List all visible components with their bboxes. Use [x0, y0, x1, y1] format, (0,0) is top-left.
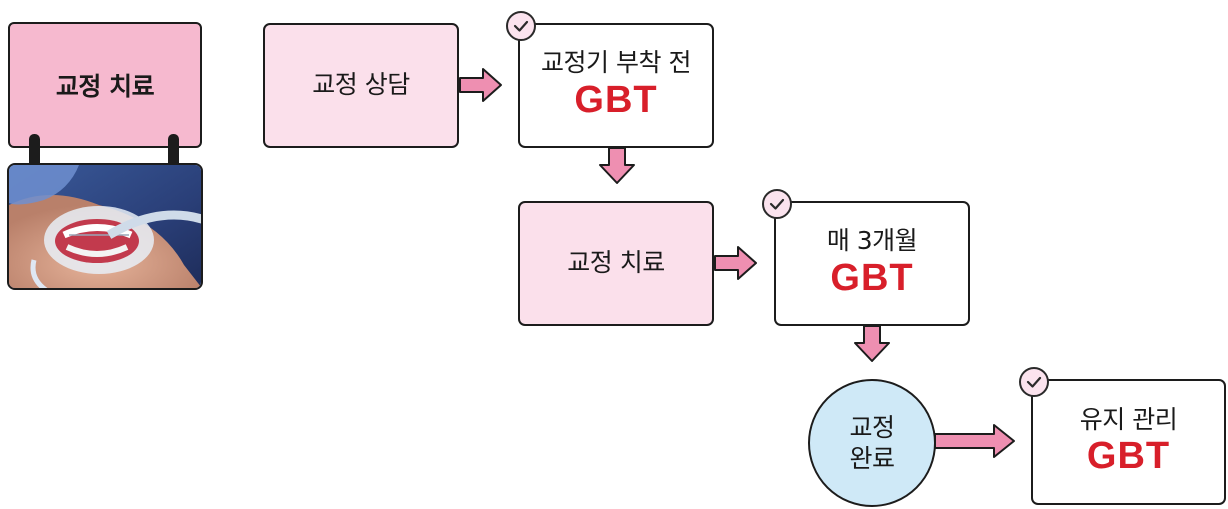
sign-strap-right — [168, 134, 179, 176]
gbt-label: GBT — [1086, 435, 1171, 478]
every3-label: 매 3개월 — [826, 226, 918, 256]
pre-bracket-gbt-box: 교정기 부착 전 GBT — [518, 23, 714, 148]
retention-gbt-box: 유지 관리 GBT — [1031, 379, 1226, 505]
check-circle-icon — [762, 189, 792, 219]
photo-drawing — [9, 165, 201, 288]
consult-label: 교정 상담 — [312, 70, 410, 100]
illustration-sign: 교정 치료 — [8, 22, 202, 148]
sign-strap-left — [29, 134, 40, 176]
check-circle-icon — [1019, 367, 1049, 397]
check-circle-icon — [506, 11, 536, 41]
down-arrow-icon — [599, 147, 635, 184]
gbt-label: GBT — [830, 256, 914, 299]
consult-box: 교정 상담 — [263, 23, 459, 148]
pre-bracket-label: 교정기 부착 전 — [541, 48, 691, 78]
complete-line2: 완료 — [849, 444, 895, 473]
down-arrow-icon — [854, 325, 890, 362]
right-arrow-icon — [934, 424, 1015, 458]
retention-label: 유지 관리 — [1079, 404, 1178, 434]
gbt-label: GBT — [574, 78, 658, 121]
right-arrow-icon — [459, 68, 502, 102]
treatment-box: 교정 치료 — [518, 201, 714, 326]
every-3-months-gbt-box: 매 3개월 GBT — [774, 201, 970, 326]
right-arrow-icon — [714, 246, 757, 280]
treatment-complete-circle: 교정 완료 — [808, 379, 936, 507]
treatment-label: 교정 치료 — [567, 248, 665, 278]
orthodontic-photo — [7, 163, 203, 290]
sign-label: 교정 치료 — [55, 72, 155, 101]
complete-line1: 교정 — [849, 412, 895, 442]
